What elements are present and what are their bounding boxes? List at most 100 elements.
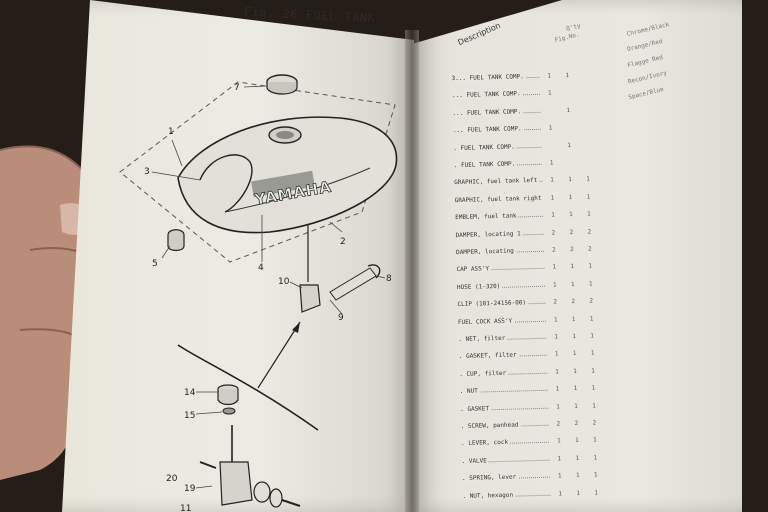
part-quantity: 1 (568, 176, 572, 184)
part-description: DAMPER, locating (456, 247, 516, 257)
part-description: ... FUEL TANK COMP. (451, 90, 523, 100)
part-quantity: 2 (587, 228, 592, 236)
part-quantity: 1 (586, 175, 590, 184)
part-quantity: 1 (554, 350, 559, 358)
part-quantity: 1 (590, 332, 595, 340)
part-quantity: 1 (552, 263, 557, 271)
part-description: DAMPER, locating 1 (455, 229, 523, 239)
table-row: GRAPHIC, fuel tank left 1 1 1 (422, 172, 742, 192)
part-quantity: 2 (571, 298, 576, 306)
part-quantity: 1 (555, 385, 560, 393)
part-quantity: 1 (591, 384, 596, 392)
table-row: . FUEL TANK COMP. 1 (422, 155, 742, 175)
part-description: GRAPHIC, fuel tank left (454, 177, 540, 187)
part-quantity: 2 (569, 246, 574, 254)
part-quantity: 1 (576, 489, 581, 497)
callout-3: 3 (144, 167, 150, 177)
part-quantity: 1 (591, 367, 595, 375)
table-row: . NET, filter 1 1 1 (426, 329, 746, 349)
part-quantity: 1 (572, 332, 577, 341)
callout-1: 1 (168, 127, 174, 137)
part-quantity: 1 (547, 72, 552, 80)
part-quantity: 1 (552, 281, 557, 289)
part-description: ... FUEL TANK COMP. (452, 108, 524, 117)
part-description: EMBLEM, fuel tank (455, 212, 519, 222)
callout-2: 2 (340, 237, 346, 247)
part-quantity: 1 (548, 124, 553, 132)
book-gutter (405, 30, 419, 512)
side-note-2: Flagge Red (626, 53, 664, 70)
part-description: . GASKET (460, 404, 492, 413)
part-quantity: 1 (593, 471, 598, 479)
part-quantity: 2 (553, 298, 558, 306)
callout-10: 10 (278, 277, 290, 287)
part-description: HOSE (1-320) (456, 282, 503, 291)
parts-list: Description Q'ty Fig.No. Chrome/Black Or… (418, 12, 751, 512)
part-quantity: 1 (556, 437, 561, 445)
callout-19: 19 (184, 484, 196, 494)
part-description: FUEL COCK ASS'Y (457, 317, 515, 326)
callout-7: 7 (234, 83, 240, 93)
side-note-1: Orange/Red (626, 37, 664, 54)
part-quantity: 2 (592, 419, 597, 427)
part-quantity: 1 (550, 176, 554, 184)
part-quantity: 1 (574, 402, 578, 410)
part-quantity: 1 (587, 210, 591, 218)
part-description: . VALVE (461, 457, 489, 465)
table-row: ... FUEL TANK COMP. 1 (420, 102, 740, 122)
part-quantity: 1 (573, 367, 577, 375)
part-quantity: 1 (570, 280, 575, 288)
table-row: CLIP (101-24156-00) 2 2 2 (425, 294, 745, 314)
header-code-fig: Fig.No. (554, 31, 581, 44)
part-quantity: 2 (551, 229, 556, 237)
part-quantity: 2 (589, 297, 594, 305)
part-quantity: 1 (549, 159, 554, 167)
part-quantity: 1 (551, 211, 555, 219)
part-quantity: 1 (586, 193, 591, 201)
part-quantity: 1 (575, 472, 580, 480)
callout-4: 4 (258, 263, 264, 273)
part-quantity: 1 (550, 194, 555, 202)
part-description: . NET, filter (458, 334, 508, 344)
part-description: . NUT, hexagon (462, 491, 516, 500)
part-quantity: 1 (557, 472, 562, 480)
part-quantity: 1 (574, 437, 579, 445)
part-quantity: 1 (594, 489, 599, 497)
part-description: GRAPHIC, fuel tank right (454, 194, 544, 204)
table-row: ... FUEL TANK COMP. 1 (420, 85, 740, 105)
part-quantity: 1 (589, 315, 594, 323)
part-description: . GASKET, filter (458, 351, 519, 361)
part-quantity: 2 (569, 228, 574, 236)
callout-15: 15 (184, 411, 195, 421)
part-description: . CUP, filter (459, 369, 509, 378)
part-quantity: 1 (571, 315, 576, 323)
part-quantity: 1 (557, 455, 562, 463)
part-quantity: 1 (547, 89, 552, 98)
part-description: CAP ASS'Y (456, 265, 492, 274)
part-description: . SPRING, lever (461, 473, 519, 483)
part-quantity: 1 (565, 72, 570, 80)
part-quantity: 1 (554, 333, 559, 341)
part-quantity: 1 (566, 106, 571, 114)
callout-11: 11 (180, 504, 191, 512)
callout-5: 5 (152, 259, 158, 269)
part-quantity: 1 (569, 211, 573, 219)
part-description: CLIP (101-24156-00) (457, 299, 529, 309)
table-row: EMBLEM, fuel tank 1 1 1 (423, 207, 743, 227)
part-quantity: 1 (570, 263, 575, 271)
part-quantity: 1 (573, 385, 578, 393)
callout-20: 20 (166, 474, 178, 484)
table-row: . SPRING, lever 1 1 1 (430, 468, 750, 488)
part-description: . FUEL TANK COMP. (453, 160, 518, 170)
